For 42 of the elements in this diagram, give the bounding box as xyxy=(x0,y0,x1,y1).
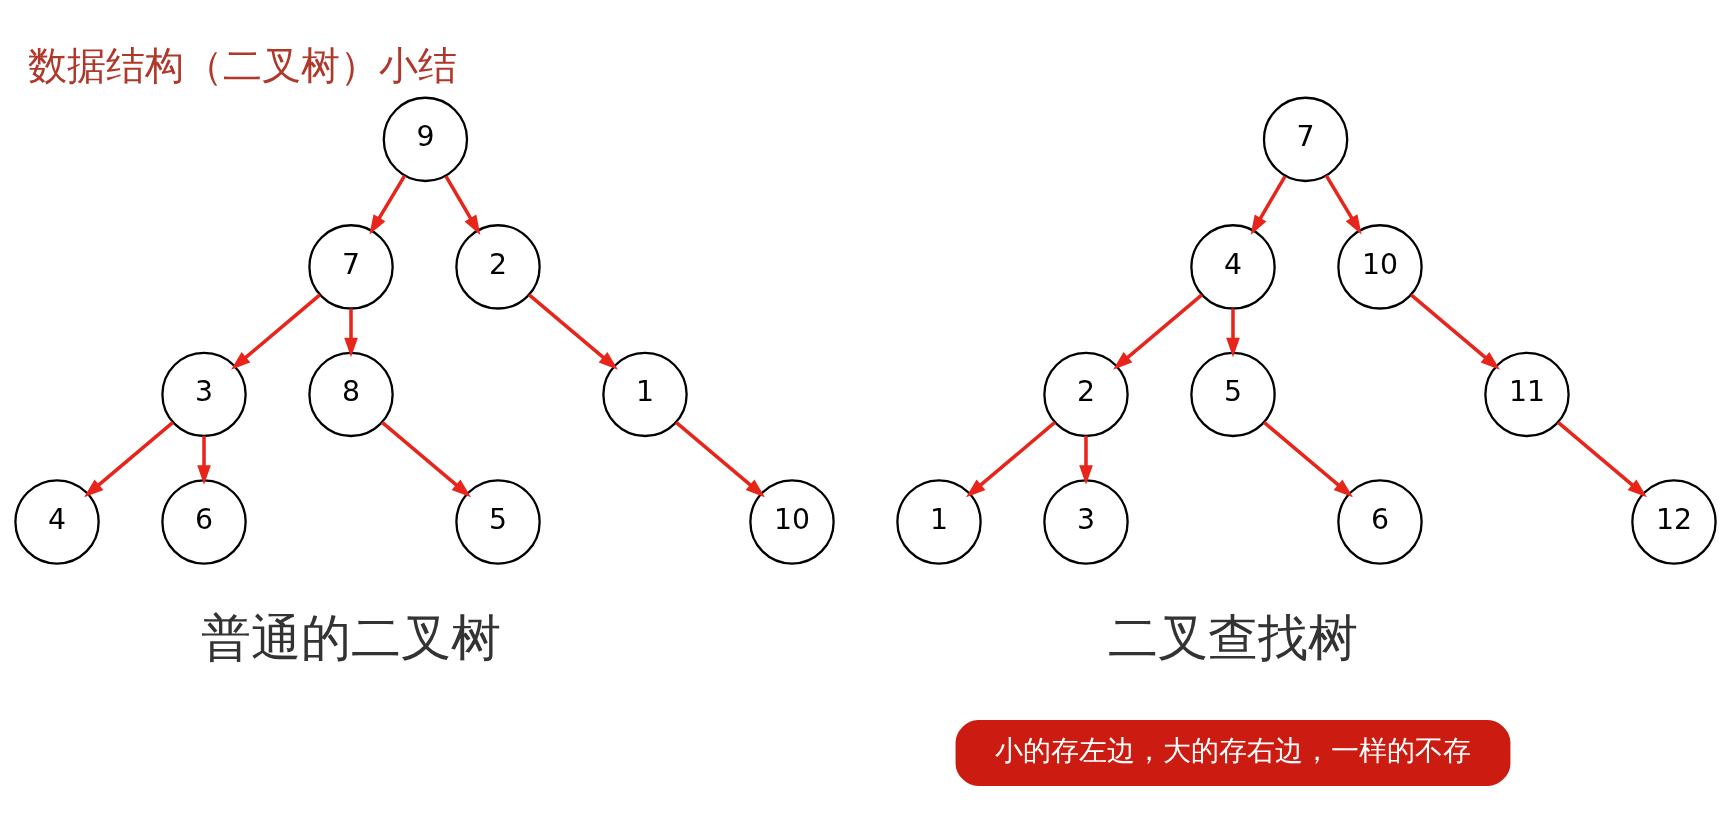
node-circle: 11 xyxy=(1484,351,1570,438)
node-circle: 1 xyxy=(896,479,982,565)
node-circle: 9 xyxy=(382,96,469,183)
label: 二叉查找树 xyxy=(1107,610,1358,666)
arrow xyxy=(381,421,471,498)
arrow xyxy=(675,421,765,498)
node-circle: 1 xyxy=(602,351,688,438)
node-circle: 4 xyxy=(14,479,100,565)
node-circle: 2 xyxy=(455,224,541,310)
node-circle: 5 xyxy=(455,479,541,565)
node-circle: 2 xyxy=(1043,351,1129,438)
arrow xyxy=(1263,421,1353,498)
arrow xyxy=(1079,436,1093,485)
arrow xyxy=(1226,308,1240,358)
node-circle: 3 xyxy=(161,351,247,438)
node-circle: 10 xyxy=(749,479,835,565)
node-circle: 3 xyxy=(1043,479,1129,565)
node-circle: 10 xyxy=(1337,224,1423,310)
arrow xyxy=(344,308,358,358)
arrow xyxy=(1113,293,1203,370)
node-circle: 6 xyxy=(1337,479,1423,565)
label: 普通的二叉树 xyxy=(201,610,502,666)
arrow xyxy=(1557,421,1647,498)
arrow xyxy=(84,421,174,498)
arrow xyxy=(231,293,321,370)
arrow xyxy=(1250,175,1287,235)
arrow xyxy=(1410,293,1500,370)
node-circle: 4 xyxy=(1190,224,1276,310)
node-circle: 8 xyxy=(308,351,394,438)
arrow xyxy=(369,174,407,235)
arrow xyxy=(444,175,481,235)
node-circle: 7 xyxy=(308,224,394,310)
node-circle: 5 xyxy=(1190,351,1276,438)
node-box: 小的存左边，大的存右边，一样的不存 xyxy=(955,720,1511,787)
arrow xyxy=(528,293,618,370)
node-circle: 12 xyxy=(1631,479,1717,565)
arrow xyxy=(197,436,211,485)
node-circle: 6 xyxy=(161,479,247,565)
node-circle: 7 xyxy=(1262,96,1349,183)
arrow xyxy=(966,421,1056,498)
arrow xyxy=(1324,174,1362,235)
diagram-title: 数据结构（二叉树）小结 xyxy=(27,43,457,89)
